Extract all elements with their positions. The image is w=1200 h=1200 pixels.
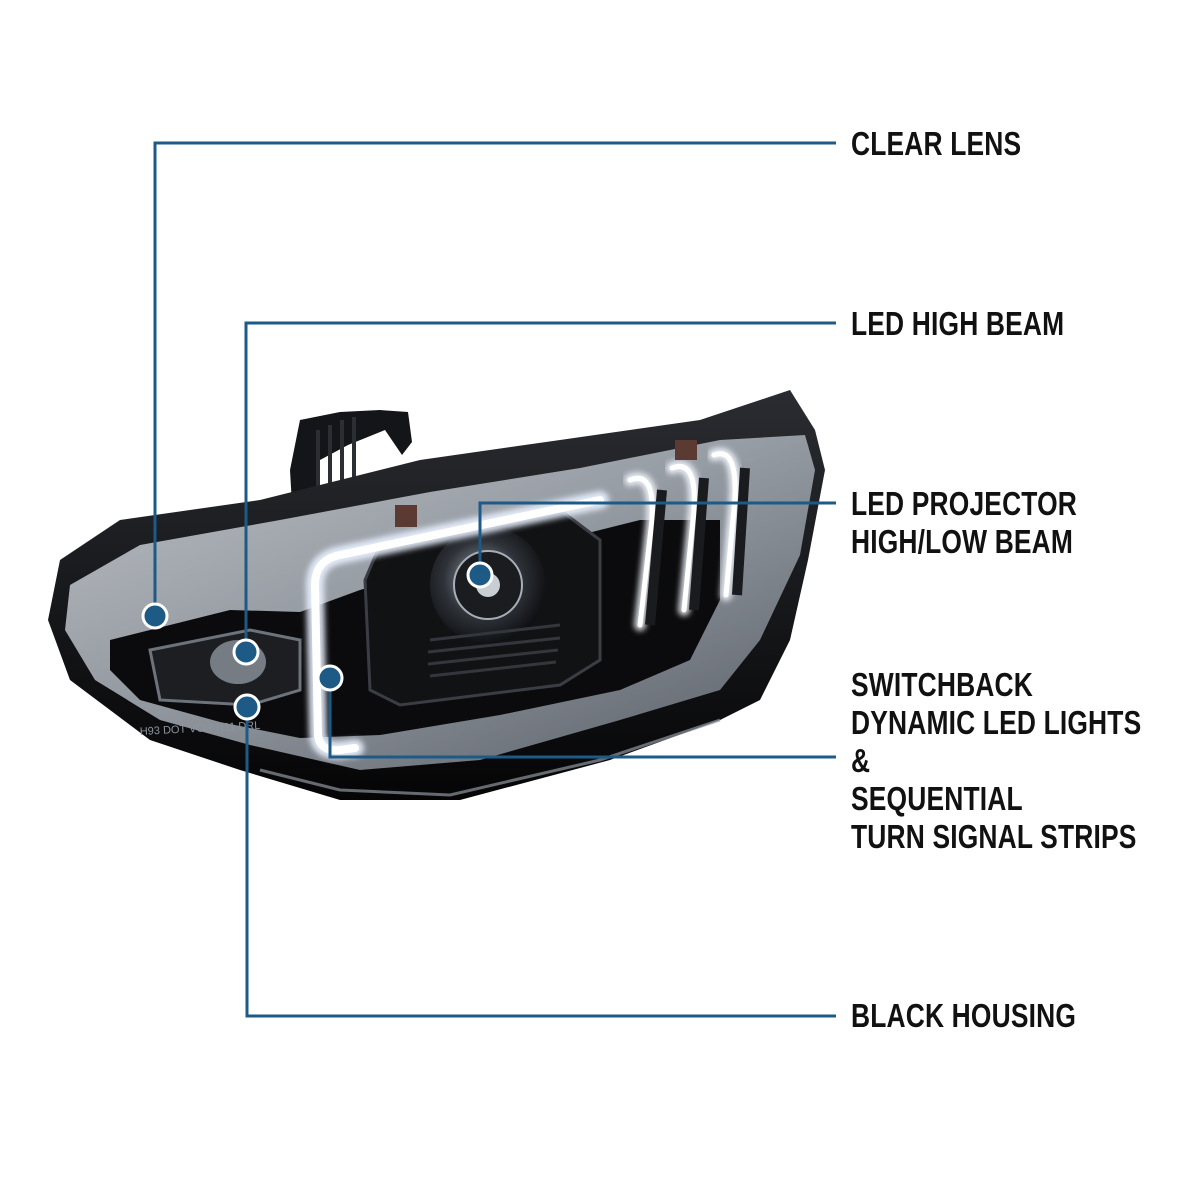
leader-line-clear-lens (153, 141, 836, 616)
label-led-high-beam: LED HIGH BEAM (851, 305, 1064, 343)
label-line: LED HIGH BEAM (851, 305, 1065, 342)
label-line: SEQUENTIAL (851, 780, 1023, 817)
label-line: SWITCHBACK (851, 666, 1033, 703)
leader-lines (153, 141, 836, 1018)
label-switchback: SWITCHBACK DYNAMIC LED LIGHTS & SEQUENTI… (851, 666, 1141, 856)
leader-line-led-projector (478, 501, 836, 575)
headlight-assembly (48, 390, 825, 800)
label-line: CLEAR LENS (851, 125, 1022, 162)
callout-markers (141, 561, 494, 721)
leader-line-black-housing (245, 707, 836, 1018)
adjuster-clip (675, 440, 697, 460)
marker-black-housing (233, 693, 261, 721)
label-line: & (851, 742, 871, 779)
label-led-projector: LED PROJECTOR HIGH/LOW BEAM (851, 485, 1077, 561)
label-line: TURN SIGNAL STRIPS (851, 818, 1137, 855)
label-line: DYNAMIC LED LIGHTS (851, 704, 1142, 741)
marker-led-projector (466, 561, 494, 589)
leader-line-switchback (328, 678, 836, 759)
label-line: HIGH/LOW BEAM (851, 523, 1074, 560)
turn-signal-strips (624, 447, 750, 631)
marker-switchback (316, 664, 344, 692)
marker-led-high-beam (232, 638, 260, 666)
leader-line-led-high-beam (244, 321, 836, 652)
label-line: BLACK HOUSING (851, 997, 1077, 1034)
label-black-housing: BLACK HOUSING (851, 997, 1076, 1035)
mounting-bracket (290, 410, 412, 505)
label-clear-lens: CLEAR LENS (851, 125, 1021, 163)
adjuster-clip (395, 505, 417, 527)
switchback-led-bar (305, 491, 609, 760)
marker-clear-lens (141, 602, 169, 630)
label-line: LED PROJECTOR (851, 485, 1078, 522)
